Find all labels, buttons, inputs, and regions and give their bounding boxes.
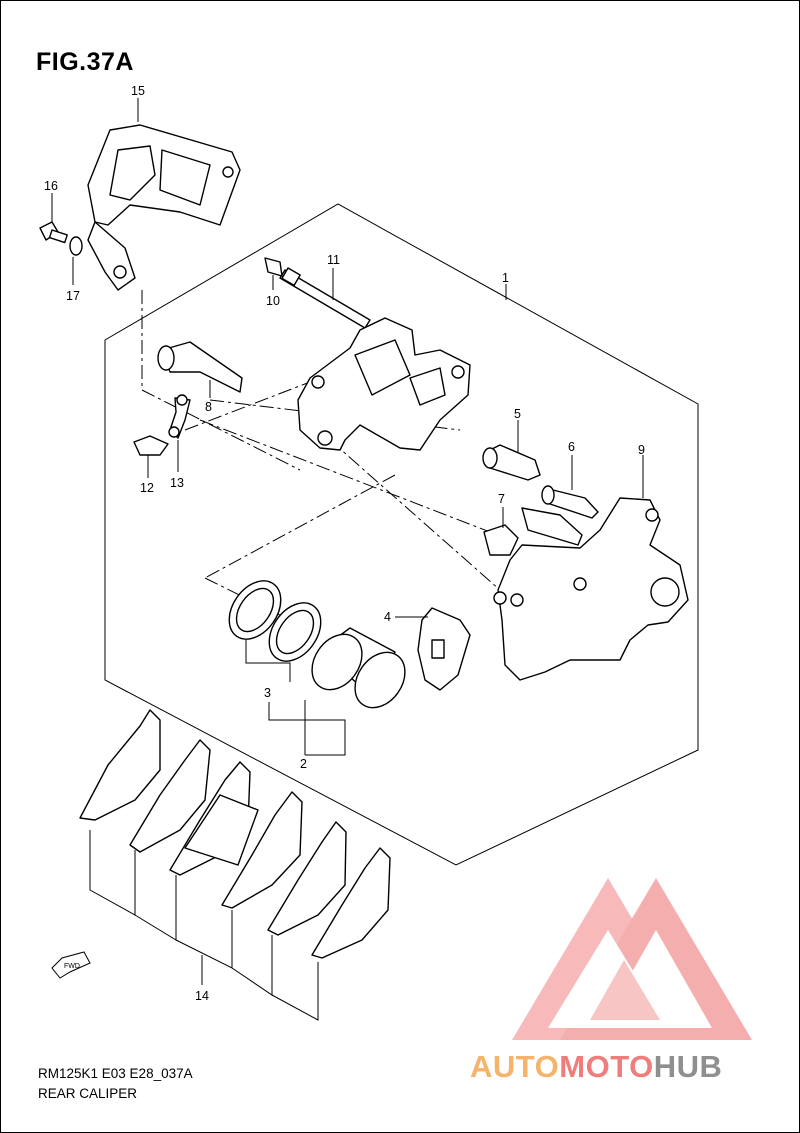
- callout-9: 9: [638, 443, 645, 457]
- washer-part: [69, 236, 83, 256]
- callout-8: 8: [205, 400, 212, 414]
- footer-code: RM125K1 E03 E28_037A: [38, 1066, 193, 1081]
- watermark-part-hub: HUB: [653, 1049, 723, 1084]
- watermark-logo-icon: [512, 878, 752, 1040]
- callout-5: 5: [514, 407, 521, 421]
- fwd-label: FWD: [64, 963, 80, 970]
- figure-title: FIG.37A: [36, 48, 134, 76]
- callout-12: 12: [140, 481, 154, 495]
- pad-spring-part: [417, 607, 471, 691]
- bleeder-valve-part: [133, 435, 169, 456]
- bleeder-cap-part: [168, 394, 191, 439]
- callout-11: 11: [327, 253, 340, 267]
- pin-part: [264, 257, 371, 329]
- callout-13: 13: [170, 476, 184, 490]
- caliper-pin-part: [541, 485, 599, 519]
- assembly-outline: [104, 203, 699, 866]
- leader-lines: [51, 98, 644, 1021]
- callout-10: 10: [266, 294, 280, 308]
- piston-seal-part: [228, 580, 322, 662]
- callout-1: 1: [502, 271, 509, 285]
- caliper-guard-part: [87, 124, 241, 291]
- watermark-text: AUTOMOTOHUB: [470, 1049, 722, 1085]
- slide-pin-part: [157, 341, 243, 393]
- caliper-bracket-part: [493, 497, 689, 681]
- callout-4: 4: [384, 610, 391, 624]
- fwd-arrow-icon: FWD: [51, 951, 91, 979]
- callout-15: 15: [131, 84, 145, 98]
- sleeve-part: [482, 444, 541, 481]
- callout-3: 3: [264, 686, 271, 700]
- callout-14: 14: [195, 989, 209, 1003]
- caliper-body-part: [297, 317, 471, 451]
- brake-pads-part: [79, 709, 391, 959]
- callout-17: 17: [66, 289, 80, 303]
- footer-name: REAR CALIPER: [38, 1086, 138, 1101]
- callout-2: 2: [300, 757, 307, 771]
- watermark-part-moto: MOTO: [559, 1049, 654, 1084]
- watermark-part-auto: AUTO: [470, 1049, 560, 1084]
- boot-part: [483, 524, 519, 556]
- alignment-lines: [141, 290, 501, 626]
- callout-16: 16: [44, 179, 58, 193]
- callout-7: 7: [498, 492, 505, 506]
- piston-part: [311, 627, 406, 709]
- callout-6: 6: [568, 440, 575, 454]
- bolt-part: [39, 221, 68, 244]
